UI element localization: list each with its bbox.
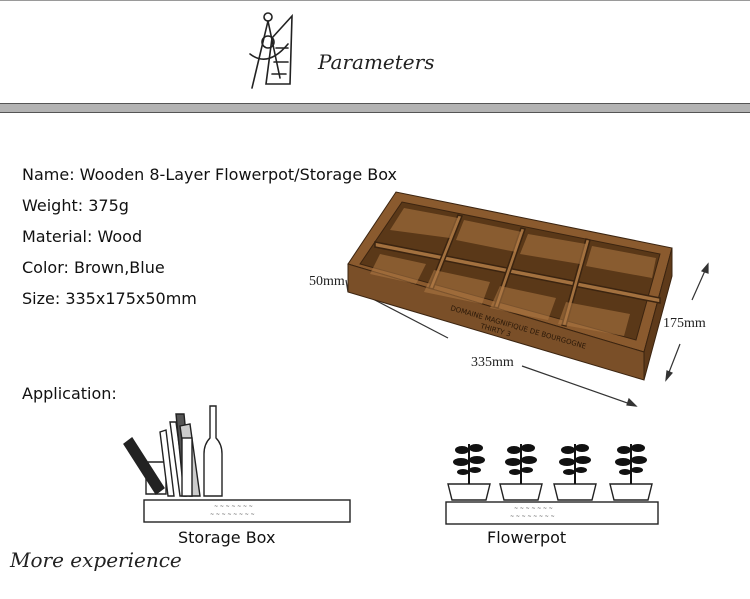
storage-box-icon: ~ ~ ~ ~ ~ ~ ~ ~ ~ ~ ~ ~ ~ ~ ~: [123, 405, 351, 523]
dim-height-label: 50mm: [309, 274, 345, 289]
flowerpot-icon: ~ ~ ~ ~ ~ ~ ~ ~ ~ ~ ~ ~ ~ ~ ~: [445, 444, 659, 525]
header-band: [0, 104, 750, 112]
svg-text:~ ~ ~ ~ ~ ~ ~: ~ ~ ~ ~ ~ ~ ~: [514, 506, 553, 512]
svg-text:~ ~ ~ ~ ~ ~ ~: ~ ~ ~ ~ ~ ~ ~: [214, 504, 253, 510]
drafting-compass-ruler-icon: [249, 12, 293, 89]
spec-name: Name: Wooden 8-Layer Flowerpot/Storage B…: [22, 165, 397, 184]
spec-size: Size: 335x175x50mm: [22, 289, 197, 308]
wooden-box-image: THIRTY 3 DOMAINE MAGNIFIQUE DE BOURGOGNE: [345, 191, 709, 407]
spec-weight: Weight: 375g: [22, 196, 129, 215]
more-experience-text: More experience: [10, 548, 182, 572]
svg-text:~ ~ ~ ~ ~ ~ ~ ~: ~ ~ ~ ~ ~ ~ ~ ~: [510, 514, 555, 520]
application-label: Application:: [22, 384, 117, 403]
svg-text:~ ~ ~ ~ ~ ~ ~ ~: ~ ~ ~ ~ ~ ~ ~ ~: [210, 512, 255, 518]
dim-length-label: 335mm: [471, 355, 514, 370]
band-bottom-line: [0, 112, 750, 113]
band-top-line: [0, 103, 750, 104]
flowerpot-caption: Flowerpot: [487, 528, 567, 547]
top-rule: [0, 0, 750, 1]
storage-box-caption: Storage Box: [178, 528, 276, 547]
spec-material: Material: Wood: [22, 227, 143, 246]
spec-color: Color: Brown,Blue: [22, 258, 165, 277]
dim-width-label: 175mm: [663, 316, 706, 331]
header-title: Parameters: [318, 50, 435, 74]
